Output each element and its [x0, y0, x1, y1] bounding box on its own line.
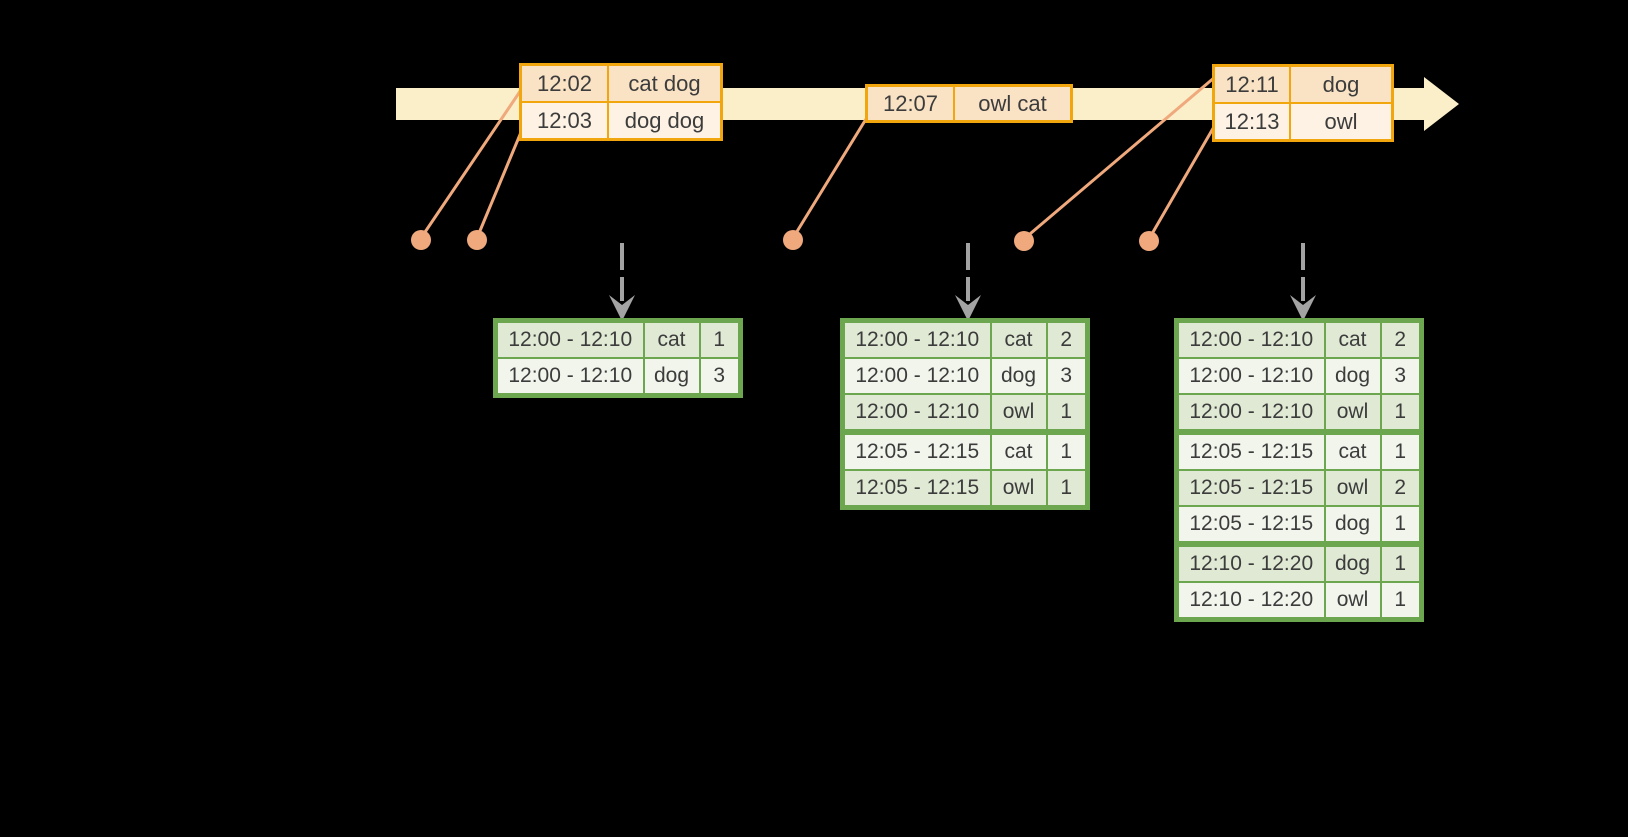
trigger-arrows — [609, 243, 1316, 321]
word-cell: dog — [642, 357, 701, 397]
window-cell: 12:00 - 12:10 — [1175, 319, 1326, 359]
word-cell: cat — [989, 429, 1048, 471]
count-cell: 1 — [1379, 393, 1423, 433]
event-words-cell: dog — [1291, 67, 1391, 102]
window-cell: 12:10 - 12:20 — [1175, 541, 1326, 583]
word-cell: owl — [989, 469, 1048, 509]
count-cell: 3 — [1379, 357, 1423, 395]
word-cell: dog — [1323, 357, 1382, 395]
event-time-cell: 12:03 — [522, 103, 607, 138]
count-cell: 1 — [1379, 581, 1423, 621]
event-time-cell: 12:11 — [1215, 67, 1289, 102]
window-cell: 12:00 - 12:10 — [841, 393, 992, 433]
count-cell: 2 — [1045, 319, 1089, 359]
connector-line-1207 — [791, 118, 868, 239]
word-cell: dog — [1323, 541, 1382, 583]
count-cell: 1 — [1379, 429, 1423, 471]
window-cell: 12:05 - 12:15 — [1175, 505, 1326, 545]
count-cell: 3 — [1045, 357, 1089, 395]
word-cell: cat — [989, 319, 1048, 359]
event-words-cell: owl cat — [955, 87, 1070, 120]
word-cell: dog — [1323, 505, 1382, 545]
event-time-cell: 12:13 — [1215, 104, 1289, 139]
window-cell: 12:10 - 12:20 — [1175, 581, 1326, 621]
event-time-dots — [411, 230, 1159, 251]
count-cell: 1 — [1045, 469, 1089, 509]
event-dot-1202 — [411, 230, 431, 250]
count-cell: 1 — [1045, 429, 1089, 471]
window-cell: 12:00 - 12:10 — [1175, 357, 1326, 395]
timeline-arrowhead-icon — [1424, 77, 1459, 131]
word-cell: dog — [989, 357, 1048, 395]
event-dot-1207 — [783, 230, 803, 250]
event-words-cell: owl — [1291, 104, 1391, 139]
trigger-arrowhead-icon-2 — [955, 295, 981, 321]
event-dot-1203 — [467, 230, 487, 250]
window-cell: 12:00 - 12:10 — [1175, 393, 1326, 433]
window-cell: 12:05 - 12:15 — [1175, 429, 1326, 471]
count-cell: 2 — [1379, 469, 1423, 507]
event-time-cell: 12:07 — [868, 87, 953, 120]
word-cell: owl — [1323, 393, 1382, 433]
count-cell: 1 — [1379, 541, 1423, 583]
event-words-cell: dog dog — [609, 103, 720, 138]
word-cell: owl — [1323, 469, 1382, 507]
event-words-cell: cat dog — [609, 66, 720, 101]
window-cell: 12:05 - 12:15 — [1175, 469, 1326, 507]
event-time-cell: 12:02 — [522, 66, 607, 101]
word-cell: cat — [642, 319, 701, 359]
count-cell: 1 — [1045, 393, 1089, 433]
count-cell: 1 — [698, 319, 742, 359]
trigger-arrowhead-icon-3 — [1290, 295, 1316, 321]
window-cell: 12:00 - 12:10 — [841, 357, 992, 395]
connector-line-1213 — [1147, 124, 1217, 240]
word-cell: owl — [989, 393, 1048, 433]
event-connector-lines — [419, 75, 1217, 241]
window-cell: 12:00 - 12:10 — [494, 319, 645, 359]
window-cell: 12:00 - 12:10 — [494, 357, 645, 397]
count-cell: 2 — [1379, 319, 1423, 359]
count-cell: 1 — [1379, 505, 1423, 545]
window-cell: 12:05 - 12:15 — [841, 469, 992, 509]
word-cell: cat — [1323, 319, 1382, 359]
connector-line-1202 — [419, 86, 525, 239]
window-cell: 12:00 - 12:10 — [841, 319, 992, 359]
word-cell: owl — [1323, 581, 1382, 621]
event-dot-1213 — [1139, 231, 1159, 251]
connector-line-1203 — [475, 124, 526, 239]
trigger-arrowhead-icon-1 — [609, 295, 635, 321]
count-cell: 3 — [698, 357, 742, 397]
event-dot-1211 — [1014, 231, 1034, 251]
word-cell: cat — [1323, 429, 1382, 471]
connector-line-1211 — [1023, 75, 1216, 241]
window-cell: 12:05 - 12:15 — [841, 429, 992, 471]
